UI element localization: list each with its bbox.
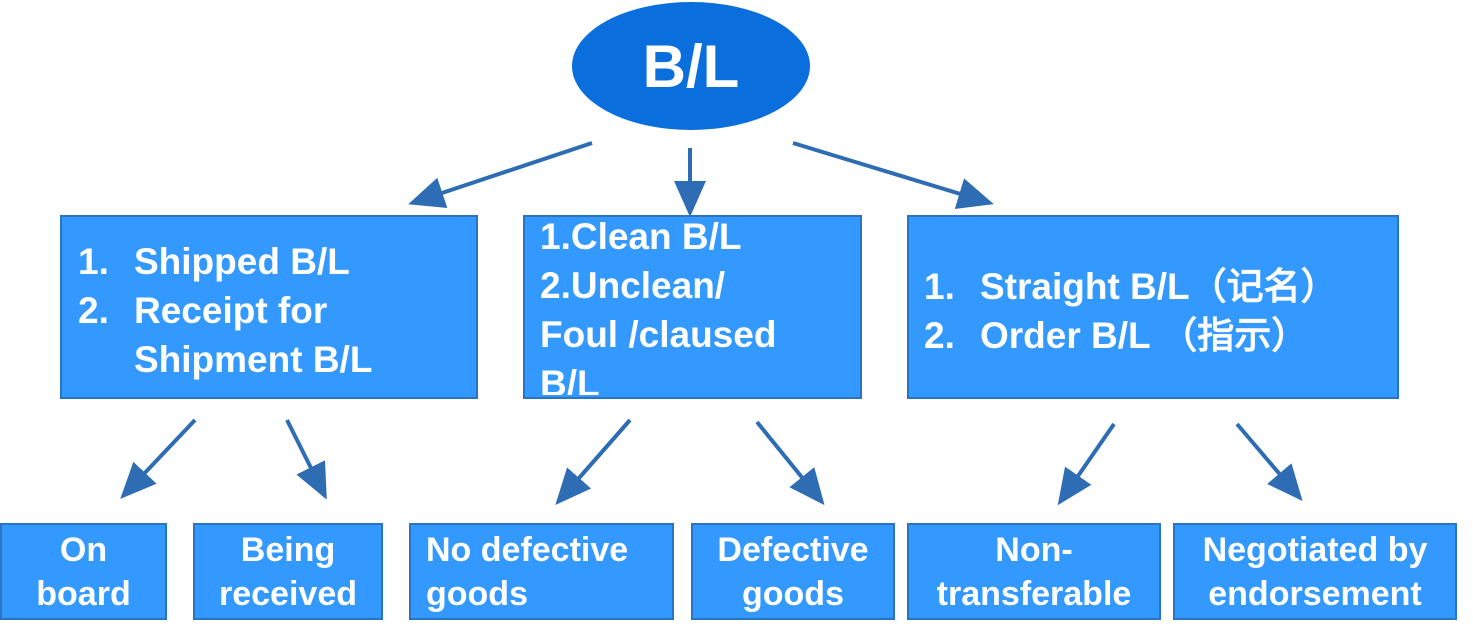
arrow-to-on-board xyxy=(120,418,197,499)
root-label: B/L xyxy=(642,32,740,100)
category-item: 2. Receipt for Shipment B/L xyxy=(78,290,373,380)
arrow-to-defective xyxy=(755,420,825,506)
category-line: B/L xyxy=(540,363,600,395)
arrow-to-being-received xyxy=(285,419,327,500)
leaf-box-being-received: Being received xyxy=(193,523,383,620)
leaf-box-non-transferable: Non- transferable xyxy=(907,523,1161,620)
root-node-bl: B/L xyxy=(572,2,810,130)
category-item: 1. Straight B/L（记名） xyxy=(924,266,1338,307)
category-line: 2.Unclean/ xyxy=(540,265,726,306)
leaf-box-no-defective: No defective goods xyxy=(409,523,674,620)
arrow-root-to-transport xyxy=(408,141,593,209)
category-box-consignee: 1. Straight B/L（记名） 2. Order B/L （指示） xyxy=(907,215,1399,399)
category-box-transport: 1. Shipped B/L 2. Receipt for Shipment B… xyxy=(60,215,478,399)
category-box-condition: 1.Clean B/L 2.Unclean/ Foul /claused B/L xyxy=(523,215,862,399)
category-line: 1.Clean B/L xyxy=(540,216,742,257)
arrow-to-non-transferable xyxy=(1057,422,1116,506)
arrow-to-negotiated xyxy=(1235,422,1303,502)
leaf-box-defective: Defective goods xyxy=(691,523,895,620)
leaf-box-on-board: On board xyxy=(0,523,167,620)
leaf-box-negotiated: Negotiated by endorsement xyxy=(1173,523,1457,620)
category-item: 2. Order B/L （指示） xyxy=(924,315,1309,356)
category-line: Foul /claused xyxy=(540,314,777,355)
arrow-to-no-defective xyxy=(555,418,632,506)
arrow-root-to-consignee xyxy=(792,141,994,209)
category-item: 1. Shipped B/L xyxy=(78,241,350,282)
